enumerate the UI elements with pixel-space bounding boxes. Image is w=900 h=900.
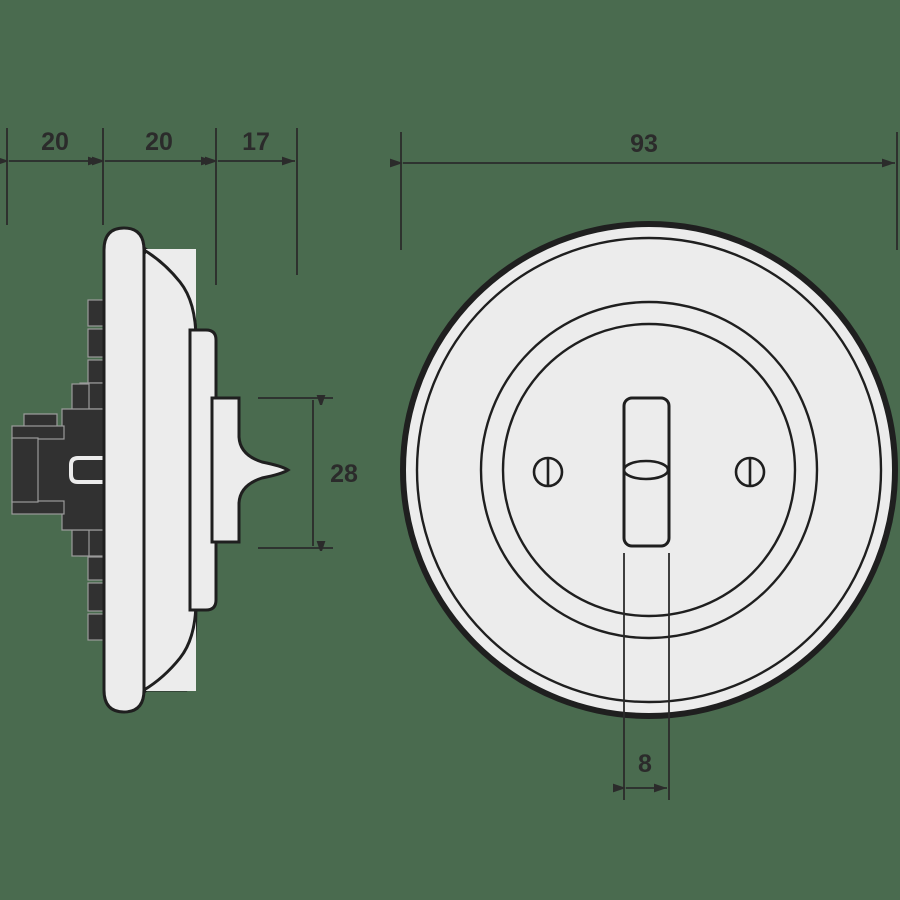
cover-midblock bbox=[188, 328, 218, 612]
front-width-dimension-group bbox=[390, 132, 898, 250]
front-view: 93 8 bbox=[390, 130, 898, 800]
side-section-view: 20 20 17 28 bbox=[0, 128, 358, 714]
dim-label-17: 17 bbox=[242, 128, 270, 156]
terminal-slot bbox=[69, 456, 106, 484]
toggle-lever-collar bbox=[622, 459, 670, 481]
cover-flange bbox=[102, 226, 146, 714]
side-height-dimension-group bbox=[258, 398, 333, 548]
terminal-post bbox=[11, 437, 39, 503]
dim-label-20-b: 20 bbox=[145, 128, 173, 156]
cover-shoulder-body bbox=[146, 249, 196, 691]
dim-label-20-a: 20 bbox=[41, 128, 69, 156]
ring-2 bbox=[415, 236, 883, 704]
knob-profile bbox=[210, 396, 291, 544]
dim-label-8: 8 bbox=[638, 750, 652, 778]
dim-label-93: 93 bbox=[630, 130, 658, 158]
screw-left bbox=[532, 456, 564, 488]
tab-l2 bbox=[71, 529, 90, 557]
screw-right bbox=[734, 456, 766, 488]
dim-label-28: 28 bbox=[330, 460, 358, 488]
side-top-dimension-group bbox=[0, 128, 298, 285]
tab-u5 bbox=[71, 383, 90, 411]
terminal-arm-bot-bar bbox=[11, 500, 65, 515]
terminal-arm-top-bar bbox=[11, 425, 65, 440]
ring-3 bbox=[479, 300, 819, 640]
ring-4 bbox=[501, 322, 797, 618]
